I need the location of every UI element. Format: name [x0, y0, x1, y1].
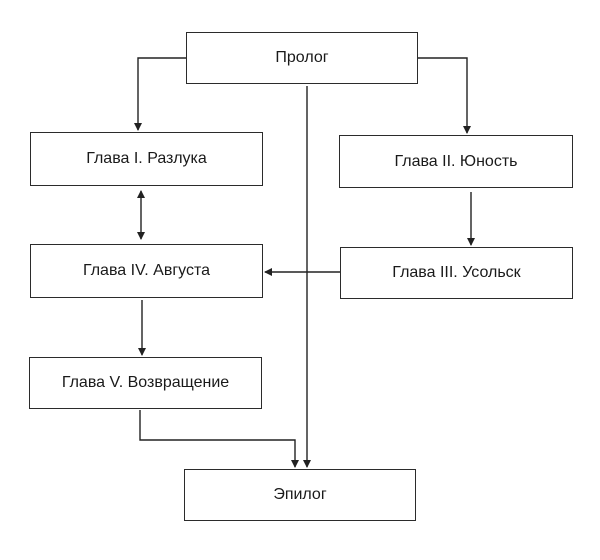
node-chapter-3: Глава III. Усольск — [340, 247, 573, 299]
node-chapter-1: Глава I. Разлука — [30, 132, 263, 186]
edge-ch5-epilog — [139, 410, 299, 468]
node-label: Глава III. Усольск — [392, 264, 521, 281]
edge-prolog-ch1 — [134, 57, 186, 131]
node-label: Глава IV. Августа — [82, 262, 211, 279]
node-chapter-4: Глава IV. Августа — [30, 244, 263, 298]
node-chapter-2: Глава II. Юность — [339, 135, 573, 188]
node-epilog: Эпилог — [184, 469, 416, 521]
node-label: Пролог — [275, 49, 329, 66]
edge-prolog-ch2 — [418, 57, 471, 134]
node-label: Глава I. Разлука — [86, 150, 207, 167]
node-label: Эпилог — [273, 486, 327, 503]
node-label: Глава II. Юность — [394, 152, 518, 170]
node-prolog: Пролог — [186, 32, 418, 84]
node-chapter-5: Глава V. Возвращение — [29, 357, 262, 409]
node-label: Глава V. Возвращение — [61, 374, 230, 391]
